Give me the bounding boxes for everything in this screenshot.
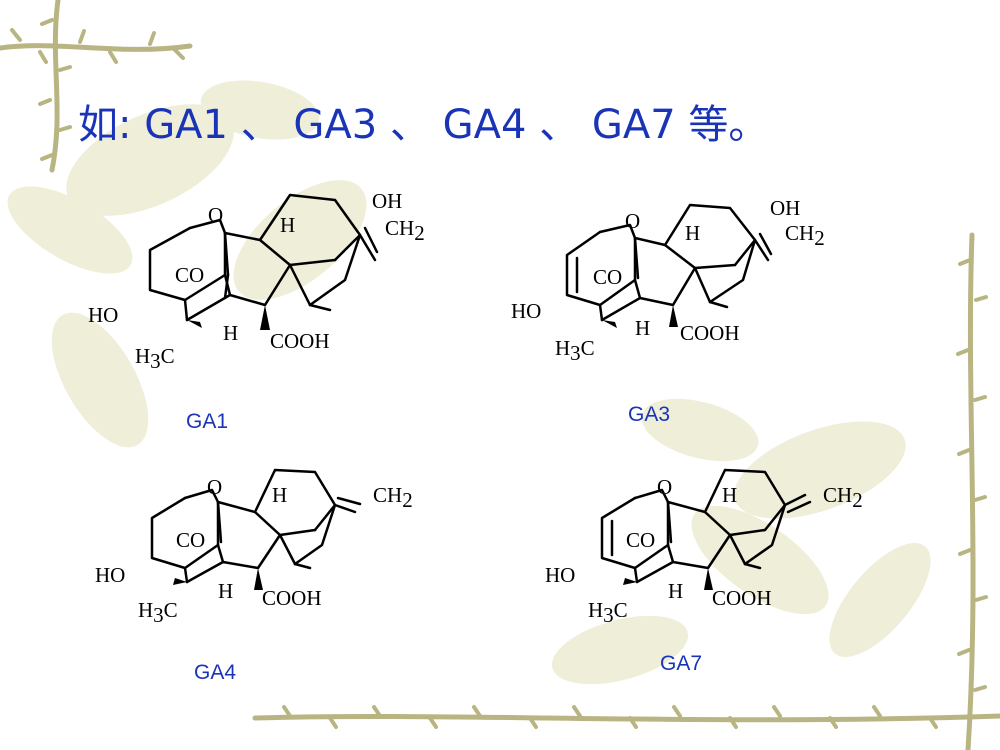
- atom-h3c: H3C: [555, 336, 595, 365]
- molecule-ga4: O CH2 H CO HO H3C H COOH: [95, 468, 413, 627]
- atom-o: O: [657, 475, 672, 499]
- molecule-ga7: O CH2 H CO HO H3C H COOH: [545, 468, 863, 627]
- atom-oh: OH: [372, 189, 402, 213]
- atom-h: H: [635, 316, 650, 340]
- atom-o: O: [208, 203, 223, 227]
- atom-cooh: COOH: [270, 329, 330, 353]
- atom-co: CO: [176, 528, 205, 552]
- vine-border-top-left: [0, 0, 193, 173]
- vine-border-bottom-right: [252, 232, 1000, 750]
- atom-ho: HO: [95, 563, 125, 587]
- atom-o: O: [625, 209, 640, 233]
- atom-co: CO: [175, 263, 204, 287]
- atom-ho: HO: [545, 563, 575, 587]
- atom-ho: HO: [511, 299, 541, 323]
- atom-h: H: [685, 221, 700, 245]
- atom-h3c: H3C: [138, 598, 178, 627]
- atom-cooh: COOH: [712, 586, 772, 610]
- atom-h: H: [280, 213, 295, 237]
- atom-co: CO: [626, 528, 655, 552]
- caption-ga4: GA4: [194, 661, 237, 684]
- caption-ga1: GA1: [186, 410, 229, 433]
- atom-h: H: [272, 483, 287, 507]
- slide-title: 如: GA1 、 GA3 、 GA4 、 GA7 等。: [78, 102, 769, 148]
- atom-h: H: [218, 579, 233, 603]
- atom-h3c: H3C: [135, 344, 175, 373]
- atom-o: O: [207, 475, 222, 499]
- atom-oh: OH: [770, 196, 800, 220]
- atom-co: CO: [593, 265, 622, 289]
- atom-h: H: [223, 321, 238, 345]
- atom-h: H: [722, 483, 737, 507]
- atom-h: H: [668, 579, 683, 603]
- atom-ch2: CH2: [785, 221, 825, 250]
- molecule-ga3: O OH CH2 H CO HO H3C H COOH: [511, 196, 825, 365]
- atom-ch2: CH2: [385, 216, 425, 245]
- atom-ho: HO: [88, 303, 118, 327]
- caption-ga7: GA7: [660, 652, 703, 675]
- atom-h3c: H3C: [588, 598, 628, 627]
- atom-ch2: CH2: [823, 483, 863, 512]
- background-leaves: [7, 80, 931, 685]
- atom-cooh: COOH: [680, 321, 740, 345]
- atom-ch2: CH2: [373, 483, 413, 512]
- molecule-ga1: O OH CH2 H CO HO H3C H COOH: [88, 189, 425, 373]
- caption-ga3: GA3: [628, 403, 671, 426]
- atom-cooh: COOH: [262, 586, 322, 610]
